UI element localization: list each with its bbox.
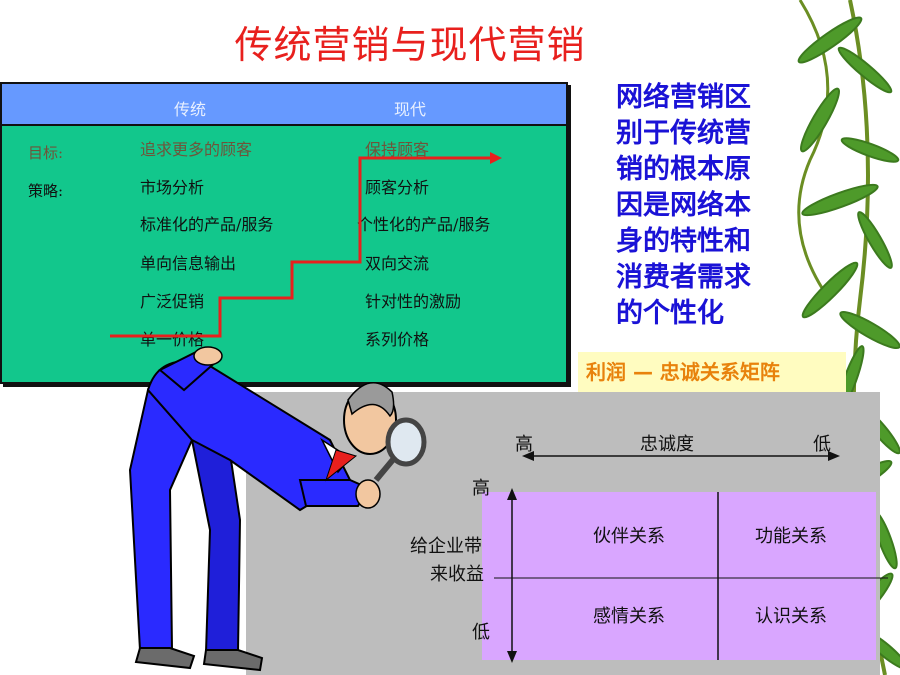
strategy-modern: 针对性的激励 <box>365 292 462 311</box>
row-label-strategy: 策略: <box>28 182 64 200</box>
strategy-traditional: 广泛促销 <box>140 292 205 311</box>
strategy-traditional: 单向信息输出 <box>140 254 237 273</box>
x-axis-title: 忠诚度 <box>640 434 694 455</box>
side-text-line: 身的特性和 <box>616 226 751 257</box>
quadrant-emotional: 感情关系 <box>593 606 665 627</box>
side-text-line: 的个性化 <box>616 298 724 329</box>
matrix-label: 利润 — 忠诚关系矩阵 <box>578 352 846 392</box>
y-axis-low: 低 <box>472 622 490 643</box>
slide-title: 传统营销与现代营销 <box>234 23 586 67</box>
goal-modern: 保持顾客 <box>365 140 430 159</box>
x-axis-high: 高 <box>515 434 533 455</box>
side-text-line: 销的根本原 <box>616 154 751 185</box>
y-axis-title: 来收益 <box>430 564 484 585</box>
x-axis-low: 低 <box>813 434 831 455</box>
strategy-modern: 个性化的产品/服务 <box>357 215 491 234</box>
header-traditional: 传统 <box>174 100 207 119</box>
strategy-modern: 双向交流 <box>365 254 430 273</box>
side-text-line: 因是网络本 <box>616 190 751 221</box>
quadrant-partner: 伙伴关系 <box>593 526 665 547</box>
comparison-table: 传统 现代 目标: 追求更多的顾客 保持顾客 策略: 市场分析 顾客分析 标准化… <box>0 82 568 384</box>
quadrant-awareness: 认识关系 <box>755 606 827 627</box>
side-text-line: 别于传统营 <box>616 118 751 149</box>
table-header: 传统 现代 <box>2 84 566 126</box>
y-axis-title: 给企业带 <box>410 536 482 557</box>
y-axis-high: 高 <box>472 478 490 499</box>
side-text-line: 消费者需求 <box>616 262 751 293</box>
side-explanation: 网络营销区 别于传统营 销的根本原 因是网络本 身的特性和 消费者需求 的个性化 <box>616 80 776 332</box>
goal-traditional: 追求更多的顾客 <box>140 140 253 159</box>
strategy-traditional: 市场分析 <box>140 178 205 197</box>
side-text-line: 网络营销区 <box>616 82 751 113</box>
staircase-arrow <box>110 152 502 338</box>
matrix-axes <box>494 451 888 663</box>
quadrant-functional: 功能关系 <box>755 526 827 547</box>
strategy-modern: 顾客分析 <box>365 178 430 197</box>
header-modern: 现代 <box>394 100 427 119</box>
row-label-goal: 目标: <box>28 144 64 162</box>
strategy-modern: 系列价格 <box>365 330 430 349</box>
strategy-traditional: 标准化的产品/服务 <box>140 215 274 234</box>
businessman-magnifier-illustration <box>128 346 427 672</box>
loyalty-matrix <box>482 492 876 660</box>
